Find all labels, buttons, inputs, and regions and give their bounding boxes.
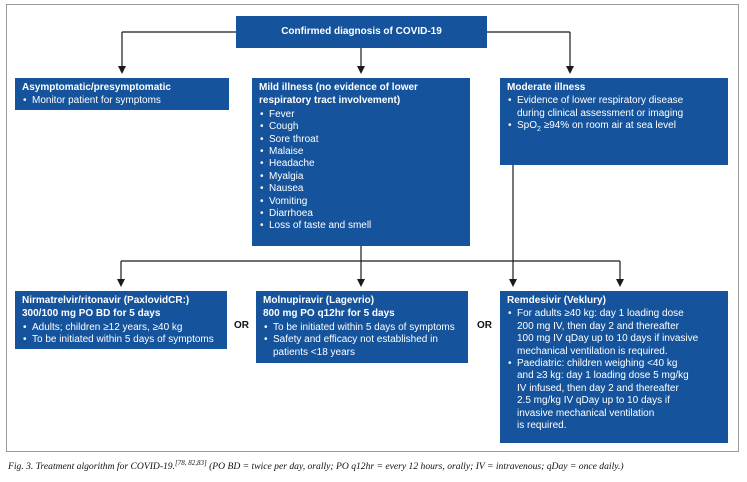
list-item: Malaise [259,146,463,159]
mild-title-line1: Mild illness (no evidence of lower [259,82,418,93]
remdesivir-paed-line: IV infused, then day 2 and thereafter [517,382,679,394]
list-item: Loss of taste and smell [259,220,463,233]
confirmed-diagnosis-label: Confirmed diagnosis of COVID-19 [281,26,442,37]
moderate-title: Moderate illness [507,82,586,93]
molnupiravir-item2-line2: patients <18 years [273,346,355,358]
remdesivir-adult-line: mechanical ventilation is required. [517,345,668,357]
list-item: For adults ≥40 kg: day 1 loading dose 20… [507,308,721,358]
molnupiravir-title-line1: Molnupiravir (Lagevrio) [263,295,375,306]
list-item: Safety and efficacy not established in p… [263,334,461,359]
paxlovid-box: Nirmatrelvir/ritonavir (PaxlovidCR:) 300… [15,291,227,349]
figure-frame [6,4,739,452]
remdesivir-paed-line: and ≥3 kg: day 1 loading dose 5 mg/kg [517,370,689,382]
list-item: Cough [259,121,463,134]
spo2-threshold: ≥94% on room air at sea level [540,120,676,132]
caption-text: Fig. 3. Treatment algorithm for COVID-19… [8,461,175,473]
list-item: Sore throat [259,134,463,147]
moderate-illness-box: Moderate illness Evidence of lower respi… [500,78,728,165]
remdesivir-adult-line: 100 mg IV qDay up to 10 days if invasive [517,333,699,345]
list-item: Diarrhoea [259,208,463,221]
asymptomatic-box: Asymptomatic/presymptomatic Monitor pati… [15,78,229,110]
paxlovid-list: Adults; children ≥12 years, ≥40 kg To be… [22,322,220,347]
remdesivir-paed-line: Paediatric: children weighing <40 kg [517,358,678,370]
remdesivir-box: Remdesivir (Veklury) For adults ≥40 kg: … [500,291,728,443]
list-item: To be initiated within 5 days of symptom… [22,334,220,347]
spo2-label: SpO [517,120,538,132]
asymptomatic-list: Monitor patient for symptoms [22,95,222,108]
paxlovid-title-line1: Nirmatrelvir/ritonavir (PaxlovidCR:) [22,295,190,306]
or-label-1: OR [234,320,249,331]
mild-symptom-list: Fever Cough Sore throat Malaise Headache… [259,109,463,233]
or-label-2: OR [477,320,492,331]
list-item: Headache [259,158,463,171]
remdesivir-title: Remdesivir (Veklury) [507,295,606,306]
caption-references: [78, 82,83] [175,459,207,467]
remdesivir-list: For adults ≥40 kg: day 1 loading dose 20… [507,308,721,432]
list-item: Adults; children ≥12 years, ≥40 kg [22,322,220,335]
mild-title-line2: respiratory tract involvement) [259,95,401,107]
remdesivir-paed-line: 2.5 mg/kg IV qDay up to 10 days if [517,395,670,407]
figure-caption: Fig. 3. Treatment algorithm for COVID-19… [8,459,743,472]
list-item: Nausea [259,183,463,196]
paxlovid-title-line2: 300/100 mg PO BD for 5 days [22,308,161,320]
list-item: To be initiated within 5 days of symptom… [263,322,461,335]
list-item: Evidence of lower respiratory disease du… [507,95,721,120]
moderate-item1-line2: during clinical assessment or imaging [517,107,684,119]
molnupiravir-item2-line1: Safety and efficacy not established in [273,334,438,346]
molnupiravir-box: Molnupiravir (Lagevrio) 800 mg PO q12hr … [256,291,468,363]
list-item: Monitor patient for symptoms [22,95,222,108]
remdesivir-adult-line: For adults ≥40 kg: day 1 loading dose [517,308,684,320]
caption-abbreviations: (PO BD = twice per day, orally; PO q12hr… [206,461,624,473]
spo2-subscript: 2 [537,126,541,134]
mild-illness-box: Mild illness (no evidence of lower respi… [252,78,470,246]
remdesivir-paed-line: is required. [517,420,567,432]
list-item: Fever [259,109,463,122]
confirmed-diagnosis-box: Confirmed diagnosis of COVID-19 [236,16,487,48]
molnupiravir-title-line2: 800 mg PO q12hr for 5 days [263,308,395,320]
moderate-item1-line1: Evidence of lower respiratory disease [517,95,684,107]
asymptomatic-title: Asymptomatic/presymptomatic [22,82,171,93]
moderate-list: Evidence of lower respiratory disease du… [507,95,721,136]
remdesivir-adult-line: 200 mg IV, then day 2 and thereafter [517,320,679,332]
molnupiravir-list: To be initiated within 5 days of symptom… [263,322,461,359]
list-item: Paediatric: children weighing <40 kg and… [507,358,721,432]
remdesivir-paed-line: invasive mechanical ventilation [517,407,655,419]
list-item: Vomiting [259,196,463,209]
list-item: SpO2 ≥94% on room air at sea level [507,120,721,136]
list-item: Myalgia [259,171,463,184]
